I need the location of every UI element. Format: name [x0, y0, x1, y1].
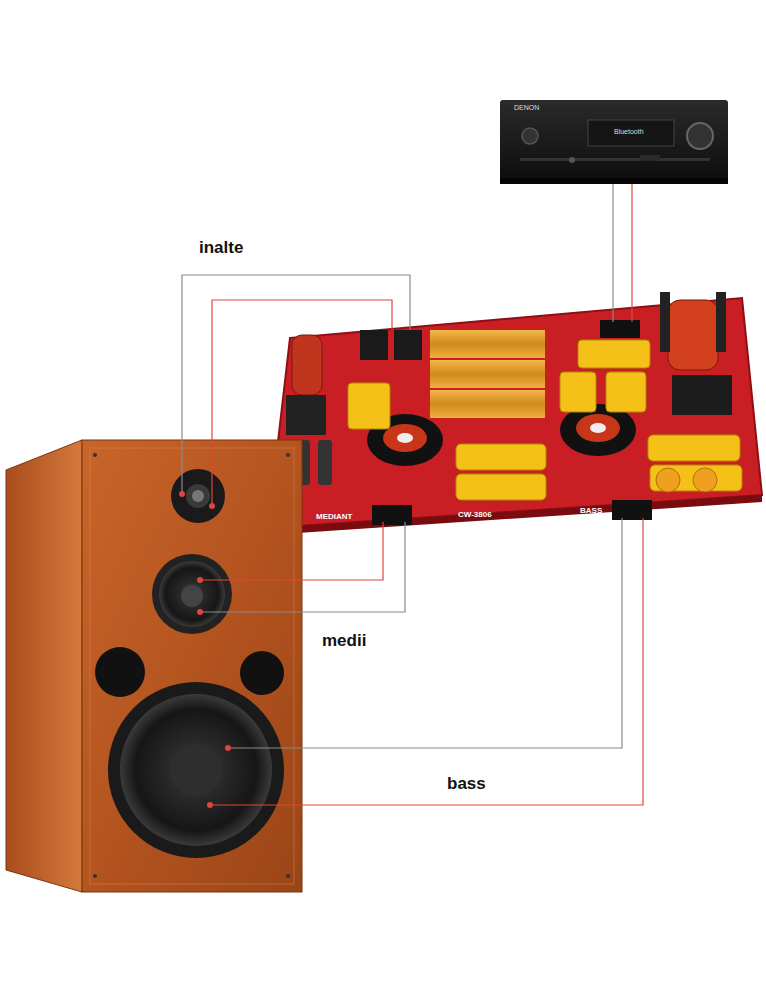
driver-label: bass [447, 774, 486, 794]
driver-label: inalte [199, 238, 243, 258]
brand-mark: DENON [514, 104, 539, 111]
board-marking: BASS [580, 506, 602, 515]
board-marking: MEDIANT [316, 512, 352, 521]
driver-label: medii [322, 631, 366, 651]
display-text: Bluetooth [614, 128, 644, 135]
board-model: CW-3806 [458, 510, 492, 519]
